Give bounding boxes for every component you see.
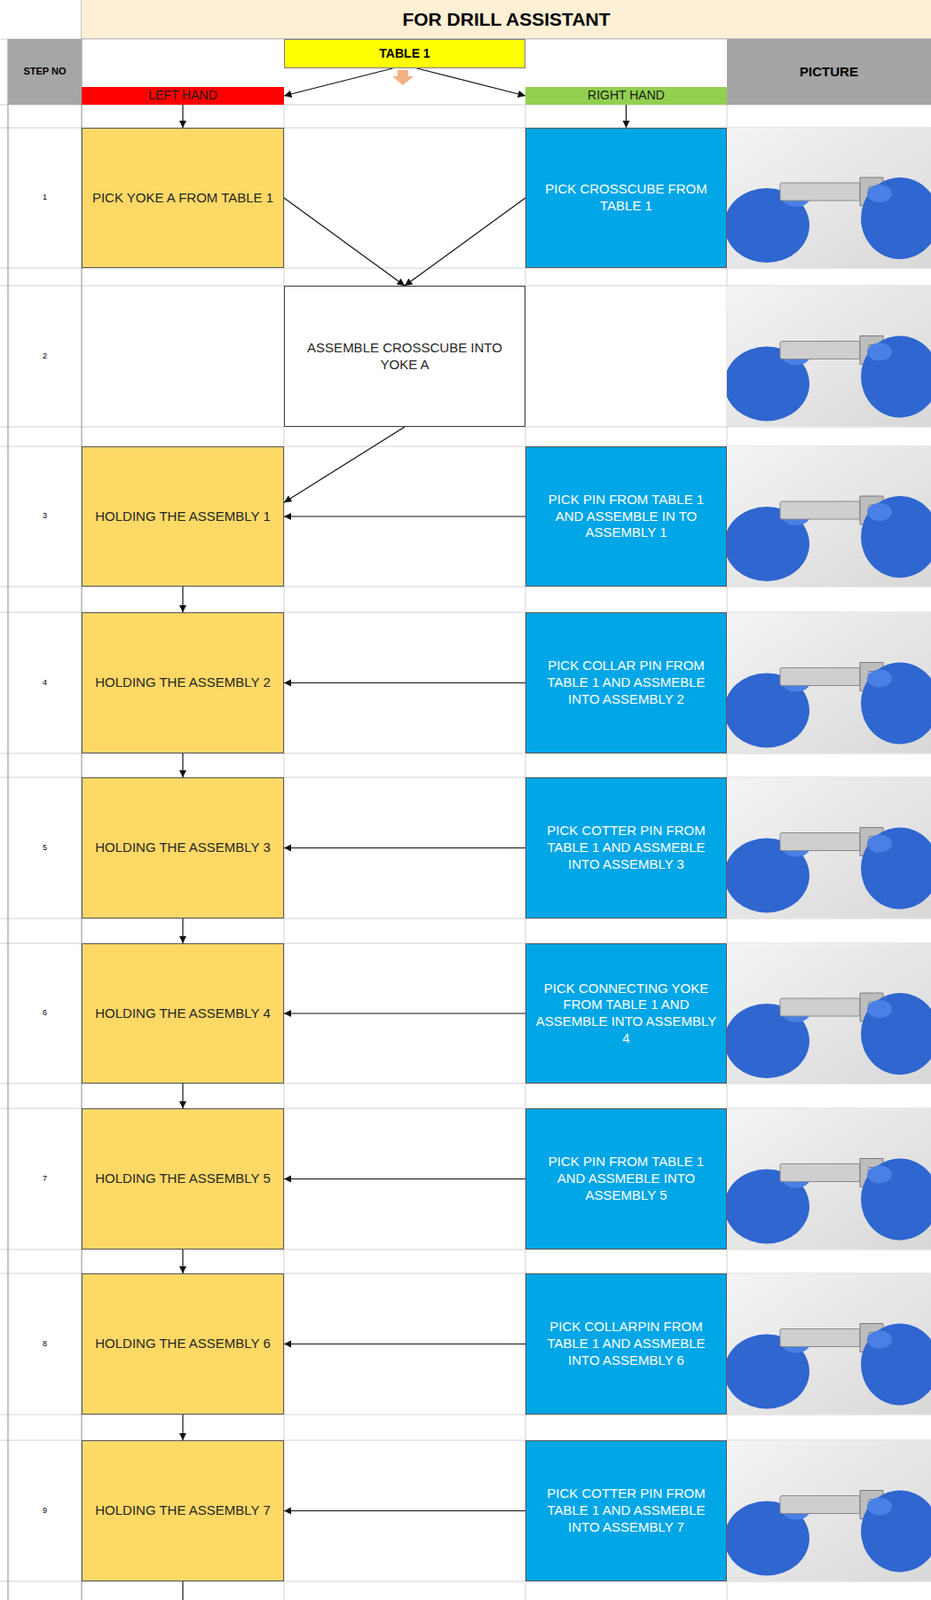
node-text: HOLDING THE ASSEMBLY 2 — [94, 674, 271, 692]
process-box: HOLDING THE ASSEMBLY 2 — [81, 612, 285, 754]
step-photo — [724, 943, 931, 1084]
flow-arrow — [181, 1414, 183, 1441]
process-box: PICK COLLAR PIN FROM TABLE 1 AND ASSMEBL… — [525, 612, 727, 754]
header-cell: PICTURE — [726, 39, 931, 105]
node-text: PICK CROSSCUBE FROM TABLE 1 — [533, 181, 719, 215]
process-box: HOLDING THE ASSEMBLY 6 — [81, 1273, 285, 1415]
process-box: HOLDING THE ASSEMBLY 3 — [81, 777, 285, 919]
flow-arrow — [284, 68, 393, 96]
step-number: 3 — [7, 511, 82, 521]
node-text: HOLDING THE ASSEMBLY 3 — [94, 839, 271, 857]
step-number: 7 — [7, 1174, 82, 1184]
flow-arrow — [181, 586, 183, 613]
step-photo — [724, 1441, 931, 1582]
node-text: ASSEMBLE CROSSCUBE INTO YOKE A — [291, 339, 518, 374]
flow-arrow — [284, 426, 405, 503]
node-text: PICK CONNECTING YOKE FROM TABLE 1 AND AS… — [533, 980, 719, 1048]
process-box: PICK PIN FROM TABLE 1 AND ASSMEBLE INTO … — [525, 1108, 727, 1250]
step-photo — [724, 1274, 931, 1415]
node-text: HOLDING THE ASSEMBLY 6 — [94, 1335, 271, 1353]
flow-arrow — [404, 197, 526, 286]
process-box: HOLDING THE ASSEMBLY 7 — [81, 1440, 285, 1582]
flow-arrow — [625, 104, 627, 128]
source-box: TABLE 1 — [284, 39, 526, 69]
process-box: HOLDING THE ASSEMBLY 4 — [81, 943, 285, 1084]
process-box: PICK YOKE A FROM TABLE 1 — [81, 127, 285, 269]
process-box: HOLDING THE ASSEMBLY 1 — [81, 446, 285, 587]
node-text: PICK PIN FROM TABLE 1 AND ASSMEBLE INTO … — [533, 1153, 719, 1204]
process-box: PICK PIN FROM TABLE 1 AND ASSEMBLE IN TO… — [525, 446, 727, 587]
step-number: 1 — [7, 192, 82, 202]
process-box: PICK CONNECTING YOKE FROM TABLE 1 AND AS… — [525, 943, 727, 1084]
column-border — [7, 39, 9, 1600]
step-number: 2 — [7, 351, 82, 361]
flow-arrow — [181, 104, 183, 128]
flow-arrow — [181, 918, 183, 944]
process-box: HOLDING THE ASSEMBLY 5 — [81, 1108, 285, 1250]
lane-header: LEFT HAND — [81, 86, 285, 105]
node-text: HOLDING THE ASSEMBLY 4 — [94, 1005, 271, 1023]
node-text: PICTURE — [799, 63, 859, 81]
down-arrow-symbol — [392, 70, 414, 86]
step-photo — [724, 286, 931, 427]
step-photo — [724, 127, 931, 269]
lane-header: RIGHT HAND — [525, 86, 727, 105]
flow-arrow — [284, 1510, 526, 1512]
step-number: 5 — [7, 843, 82, 853]
node-text: HOLDING THE ASSEMBLY 7 — [94, 1502, 271, 1520]
node-text: PICK COTTER PIN FROM TABLE 1 AND ASSMEBL… — [533, 822, 719, 873]
flow-arrow — [284, 847, 526, 849]
flow-arrow — [181, 1249, 183, 1274]
node-text: LEFT HAND — [148, 87, 218, 104]
flow-arrow — [284, 1012, 526, 1014]
node-text: PICK COTTER PIN FROM TABLE 1 AND ASSMEBL… — [533, 1485, 719, 1536]
process-box: PICK COTTER PIN FROM TABLE 1 AND ASSMEBL… — [525, 777, 727, 919]
flow-arrow — [181, 1083, 183, 1109]
step-photo — [724, 446, 931, 587]
flow-continuation-line — [181, 1581, 183, 1600]
step-number: 9 — [7, 1506, 82, 1515]
node-text: HOLDING THE ASSEMBLY 5 — [94, 1170, 271, 1188]
node-text: STEP NO — [23, 65, 66, 79]
flow-arrow — [284, 1178, 526, 1180]
node-text: PICK PIN FROM TABLE 1 AND ASSEMBLE IN TO… — [533, 491, 719, 542]
step-number: 6 — [7, 1008, 82, 1018]
node-text: HOLDING THE ASSEMBLY 1 — [94, 508, 271, 526]
process-box: PICK CROSSCUBE FROM TABLE 1 — [525, 127, 727, 269]
node-text: TABLE 1 — [378, 46, 430, 63]
flow-arrow — [284, 515, 526, 517]
diagram-title: FOR DRILL ASSISTANT — [81, 0, 931, 40]
node-text: PICK COLLAR PIN FROM TABLE 1 AND ASSMEBL… — [533, 657, 719, 708]
process-box: PICK COTTER PIN FROM TABLE 1 AND ASSMEBL… — [525, 1440, 727, 1582]
flow-arrow — [417, 68, 526, 96]
flow-arrow — [284, 1343, 526, 1345]
header-cell: STEP NO — [7, 39, 82, 105]
step-photo — [724, 613, 931, 754]
process-box: PICK COLLARPIN FROM TABLE 1 AND ASSMEBLE… — [525, 1273, 727, 1415]
step-number: 4 — [7, 678, 82, 687]
step-number: 8 — [7, 1339, 82, 1349]
step-photo — [724, 1109, 931, 1250]
flow-arrow — [284, 197, 405, 286]
flow-arrow — [284, 682, 526, 684]
node-text: PICK COLLARPIN FROM TABLE 1 AND ASSMEBLE… — [533, 1318, 719, 1369]
node-text: PICK YOKE A FROM TABLE 1 — [92, 189, 274, 207]
flow-arrow — [181, 753, 183, 778]
step-photo — [724, 778, 931, 919]
node-text: RIGHT HAND — [587, 87, 665, 104]
process-box: ASSEMBLE CROSSCUBE INTO YOKE A — [284, 285, 526, 427]
